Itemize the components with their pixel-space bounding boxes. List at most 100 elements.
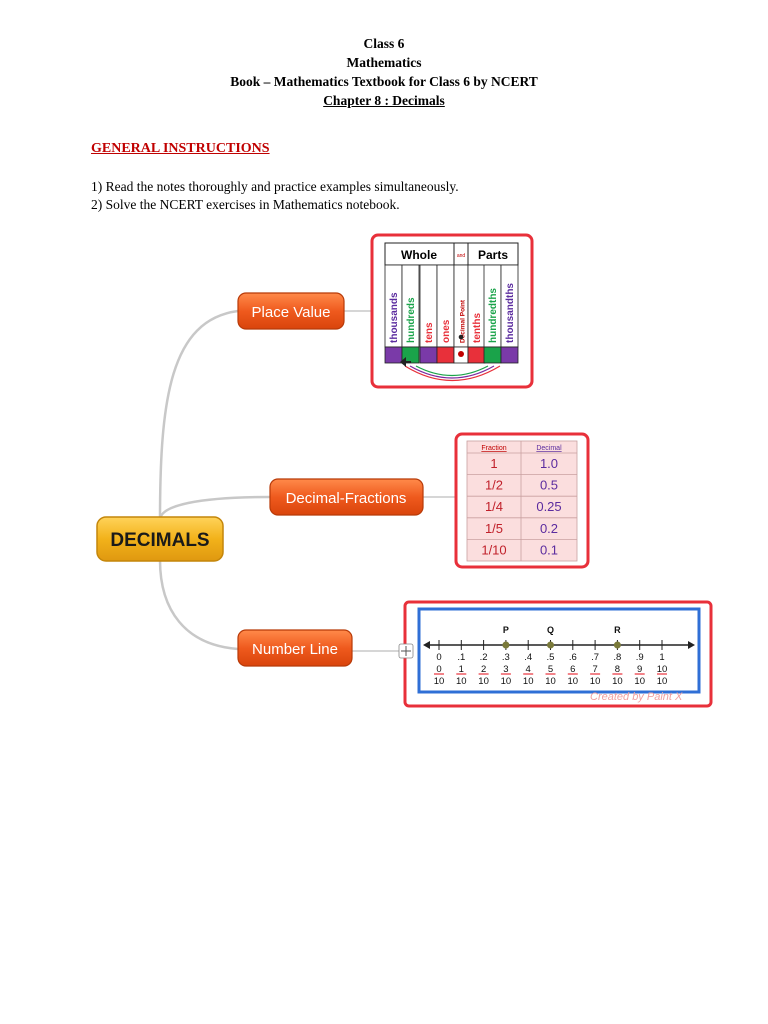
number-line-figure: 0010.1110.2210.3310.4410.5510.6610.7710.… xyxy=(398,600,713,708)
point-marker xyxy=(613,641,621,649)
number-line-node[interactable]: Number Line xyxy=(237,629,353,667)
tick-numerator: 8 xyxy=(615,664,620,675)
whole-header: Whole xyxy=(401,248,437,262)
fraction-cell: 1/4 xyxy=(485,499,503,514)
tick-decimal-label: .4 xyxy=(524,652,532,663)
point-marker xyxy=(502,641,510,649)
tick-denominator: 10 xyxy=(634,676,645,687)
point-label: Q xyxy=(547,625,554,635)
right-arrow-icon xyxy=(688,641,695,649)
decimal-cell: 1.0 xyxy=(540,456,558,471)
tick-decimal-label: .2 xyxy=(480,652,488,663)
tick-numerator: 4 xyxy=(526,664,531,675)
decimal-cell: 0.2 xyxy=(540,521,558,536)
number-line-ticks: 0010.1110.2210.3310.4410.5510.6610.7710.… xyxy=(434,625,668,687)
tick-decimal-label: .8 xyxy=(613,652,621,663)
tick-denominator: 10 xyxy=(612,676,623,687)
class-line: Class 6 xyxy=(363,36,405,51)
fraction-cell: 1 xyxy=(490,456,497,471)
place-column-label: tens xyxy=(424,322,435,343)
instructions-list: 1) Read the notes thoroughly and practic… xyxy=(91,178,459,213)
point-label: R xyxy=(614,625,621,635)
tick-decimal-label: .9 xyxy=(636,652,644,663)
tick-decimal-label: .6 xyxy=(569,652,577,663)
tick-numerator: 7 xyxy=(592,664,597,675)
place-column-label: thousandths xyxy=(505,283,516,343)
point-label: P xyxy=(503,625,509,635)
tick-denominator: 10 xyxy=(545,676,556,687)
place-column-label: hundredths xyxy=(488,288,499,343)
tick-decimal-label: .7 xyxy=(591,652,599,663)
tick-decimal-label: .1 xyxy=(457,652,465,663)
and-header: and xyxy=(457,253,466,259)
tick-decimal-label: .5 xyxy=(547,652,555,663)
place-column-label: tenths xyxy=(472,313,483,343)
tick-numerator: 9 xyxy=(637,664,642,675)
tick-numerator: 6 xyxy=(570,664,575,675)
tick-denominator: 10 xyxy=(523,676,534,687)
place-value-columns: thousands hundreds tens ones Decimal Point te… xyxy=(384,264,519,364)
instruction-item: 2) Solve the NCERT exercises in Mathemat… xyxy=(91,196,400,212)
fraction-header: Fraction xyxy=(481,445,506,452)
decimal-cell: 0.1 xyxy=(540,542,558,557)
decimal-point-dot xyxy=(458,334,464,340)
decimal-fractions-node[interactable]: Decimal-Fractions xyxy=(269,478,424,516)
place-column-label: hundreds xyxy=(406,297,417,343)
place-column-bar xyxy=(419,346,438,364)
place-value-label: Place Value xyxy=(252,304,331,321)
fraction-cell: 1/10 xyxy=(481,542,506,557)
tick-numerator: 2 xyxy=(481,664,486,675)
left-arrow-icon xyxy=(423,641,430,649)
tick-denominator: 10 xyxy=(456,676,467,687)
watermark: Created by Paint X xyxy=(590,691,683,703)
decimal-cell: 0.25 xyxy=(536,499,561,514)
number-line-label: Number Line xyxy=(252,641,338,658)
tick-numerator: 0 xyxy=(436,664,441,675)
tick-denominator: 10 xyxy=(568,676,579,687)
decimal-point-dot xyxy=(458,351,464,357)
subject-line: Mathematics xyxy=(346,55,422,70)
tick-denominator: 10 xyxy=(590,676,601,687)
fraction-rows: 1 1.0 1/2 0.5 1/4 0.25 1/5 0.2 1/10 0.1 xyxy=(467,456,577,557)
place-column-bar xyxy=(467,346,486,364)
tick-denominator: 10 xyxy=(434,676,445,687)
tick-denominator: 10 xyxy=(501,676,512,687)
tick-denominator: 10 xyxy=(657,676,668,687)
document-header: Class 6 Mathematics Book – Mathematics T… xyxy=(0,34,768,110)
place-column-bar xyxy=(500,346,519,364)
parts-header: Parts xyxy=(478,248,508,262)
place-column-label: ones xyxy=(441,319,452,343)
place-value-node[interactable]: Place Value xyxy=(237,292,345,330)
book-line: Book – Mathematics Textbook for Class 6 … xyxy=(230,74,538,89)
move-handle-icon[interactable] xyxy=(398,643,414,659)
place-column-label: thousands xyxy=(389,292,400,343)
tick-decimal-label: 0 xyxy=(436,652,441,663)
decimal-fractions-label: Decimal-Fractions xyxy=(286,490,407,507)
chapter-title: Chapter 8 : Decimals xyxy=(323,93,445,108)
tick-numerator: 10 xyxy=(657,664,668,675)
instructions-heading: GENERAL INSTRUCTIONS xyxy=(91,141,270,156)
tick-numerator: 5 xyxy=(548,664,553,675)
decimal-cell: 0.5 xyxy=(540,478,558,493)
tick-decimal-label: .3 xyxy=(502,652,510,663)
root-label: DECIMALS xyxy=(110,530,209,551)
connector-lines xyxy=(158,309,456,652)
tick-decimal-label: 1 xyxy=(659,652,664,663)
tick-numerator: 3 xyxy=(503,664,508,675)
point-marker xyxy=(547,641,554,649)
decimals-root-node[interactable]: DECIMALS xyxy=(96,516,224,562)
place-column-bar xyxy=(384,346,403,364)
decimal-header: Decimal xyxy=(536,445,562,452)
place-column-bar xyxy=(483,346,502,364)
fraction-cell: 1/5 xyxy=(485,521,503,536)
place-column-bar xyxy=(436,346,455,364)
fraction-cell: 1/2 xyxy=(485,478,503,493)
fraction-decimal-table: Fraction Decimal 1 1.0 1/2 0.5 1/4 0.25 1/5 0.2… xyxy=(454,432,590,569)
arrow-icon xyxy=(400,357,411,367)
tick-numerator: 1 xyxy=(459,664,464,675)
tick-denominator: 10 xyxy=(478,676,489,687)
instruction-item: 1) Read the notes thoroughly and practic… xyxy=(91,179,459,194)
place-column-label: Decimal Point xyxy=(460,299,467,343)
